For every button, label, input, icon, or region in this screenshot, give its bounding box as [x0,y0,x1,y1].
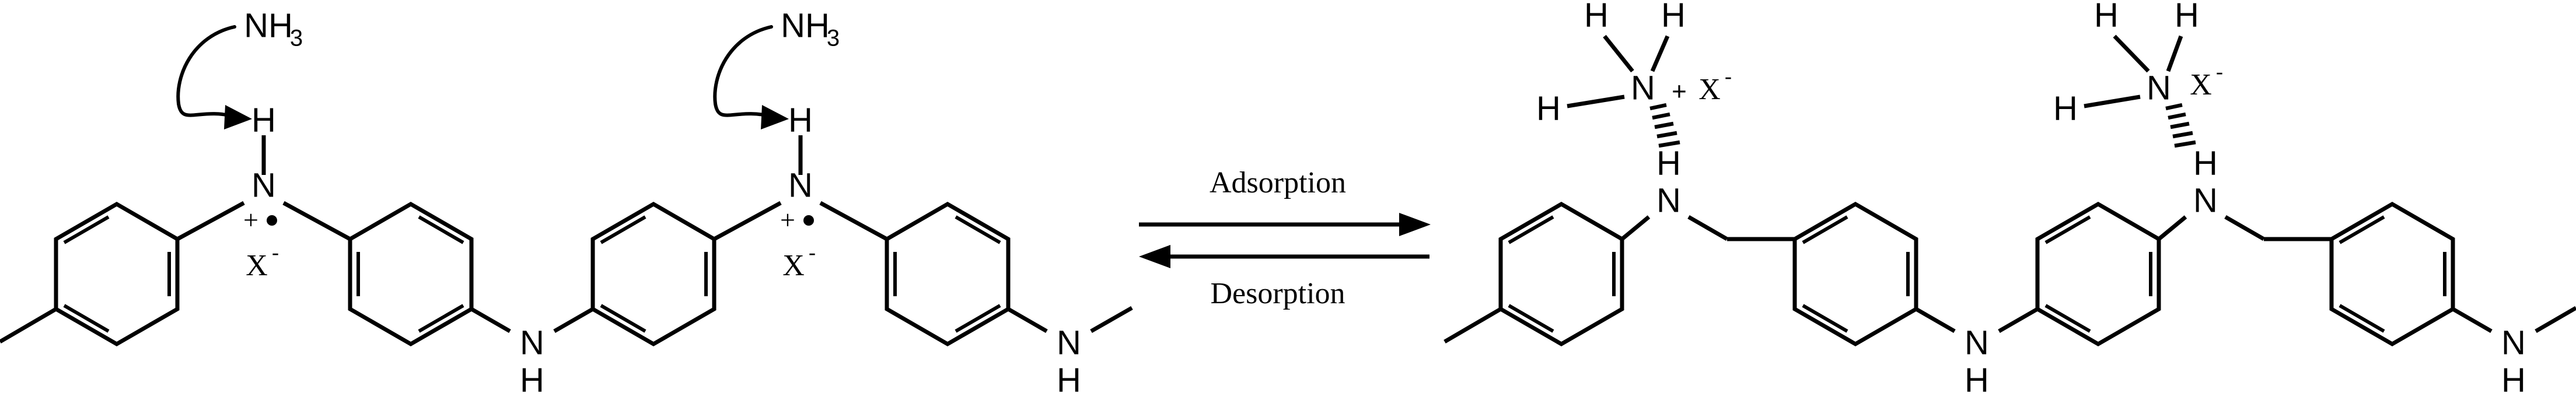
hashed-hbond-2 [2165,103,2196,148]
right-molecule: N H N H H H + X - [1443,0,2576,399]
radical-dot-2 [803,215,814,226]
terminal-amine-right: N H [2452,306,2576,399]
bridge-hydrogen-1: H [520,361,544,399]
ring-D [885,201,1011,347]
amine-nh-right-1: N H [1620,144,1728,241]
ammonium-hydrogen-2b: H [2175,0,2199,34]
ammonia-reagent-left: NH 3 [176,6,303,129]
ammonium-group-1: N H H H + X - [1536,0,1732,148]
amine-hydrogen-right-2: H [2193,144,2218,182]
ammonium-nitrogen-2: N [2147,69,2171,107]
nitrogen-label-2: N [788,166,813,204]
ammonium-hydrogen-2a: H [2094,0,2119,34]
counterion-label-1: X [246,249,268,282]
terminal-amine-left: N H [1007,306,1133,399]
ring-F [1727,201,1918,347]
reverse-arrowhead [1139,245,1170,268]
forward-reaction-label: Adsorption [1210,166,1346,199]
amine-center-2: N H + X - [713,101,888,282]
counterion-label-2: X [782,249,805,282]
bridge-amine-1: N H [470,307,594,399]
ammonium-hydrogen-1a: H [1584,0,1609,34]
ring-B [348,201,474,347]
amine-nitrogen-right-1: N [1656,181,1681,219]
nitrogen-label-1: N [251,166,276,204]
ammonium-counterion-1: X [1698,73,1721,106]
arrowhead-left-2 [761,105,789,129]
ammonia-subscript-left: 3 [290,26,303,51]
terminal-nitrogen-left: N [1057,324,1081,362]
ammonium-counterion-2: X [2190,68,2212,101]
ammonium-hydrogen-1c: H [1536,89,1561,127]
amine-nitrogen-right-2: N [2193,181,2218,219]
bridge-amine-right: N H [1915,307,2039,399]
ammonia-base-left-2: NH [781,6,830,44]
arrowhead-left [224,105,252,129]
counterion-charge-1: - [272,240,279,264]
bridge-nitrogen-right: N [1965,324,1989,362]
amine-nh-right-2: N H [2157,144,2265,241]
bridge-hydrogen-right: H [1965,361,1989,399]
hydrogen-label-1: H [251,101,276,139]
bridge-nitrogen-1: N [520,324,544,362]
terminal-nitrogen-right: N [2501,324,2526,362]
ammonia-reagent-left-2: NH 3 [713,6,840,129]
ammonium-charge-1: + [1672,78,1687,106]
reaction-arrows: Adsorption Desorption [1139,166,1431,310]
ammonium-hydrogen-2c: H [2053,89,2078,127]
ammonia-subscript-left-2: 3 [827,26,840,51]
ammonium-nitrogen-1: N [1631,69,1655,107]
ring-H [2264,201,2455,347]
ammonium-counterion-charge-2: - [2216,59,2223,83]
radical-dot-1 [267,215,277,226]
reverse-reaction-label: Desorption [1210,277,1345,310]
amine-hydrogen-right-1: H [1656,144,1681,182]
cation-charge-1: + [243,205,258,235]
amine-center-1: N H + X - [176,101,351,282]
cation-charge-2: + [780,205,795,235]
ammonium-group-2: N H H H X - [2053,0,2223,148]
ammonium-counterion-charge-1: - [1725,64,1732,87]
hashed-hbond-1 [1649,103,1680,148]
terminal-hydrogen-right: H [2501,361,2526,399]
left-molecule: N H + X - NH 3 N H [0,6,1133,399]
terminal-hydrogen-left: H [1057,361,1081,399]
counterion-charge-2: - [809,240,816,264]
hydrogen-label-2: H [788,101,813,139]
ammonia-base-left: NH [244,6,293,44]
forward-arrowhead [1399,213,1431,236]
ammonium-hydrogen-1b: H [1661,0,1686,34]
